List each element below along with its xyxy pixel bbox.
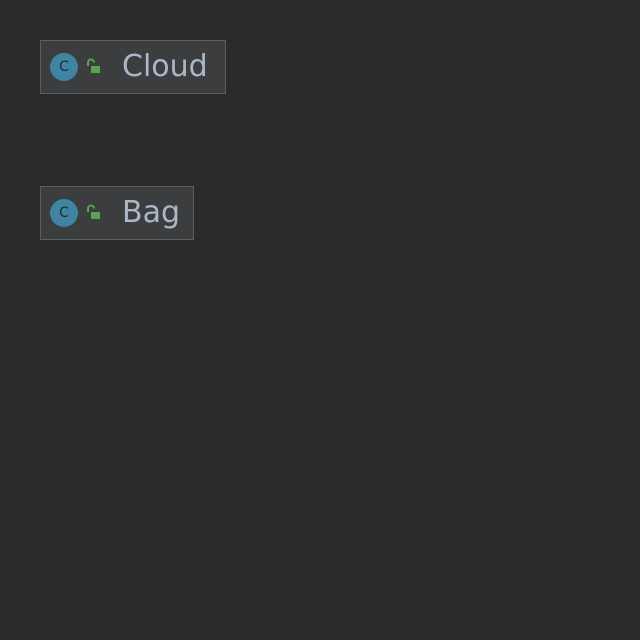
class-icon: C: [50, 53, 78, 81]
class-icon: C: [50, 199, 78, 227]
class-node-bag[interactable]: C Bag: [40, 186, 194, 240]
class-kind-badge: C: [59, 59, 69, 75]
class-node-cloud[interactable]: C Cloud: [40, 40, 226, 94]
class-name-label: Bag: [122, 195, 181, 230]
unlocked-padlock-icon: [87, 58, 100, 73]
unlocked-padlock-icon: [87, 204, 100, 219]
class-name-label: Cloud: [122, 49, 208, 84]
class-kind-badge: C: [59, 205, 69, 221]
